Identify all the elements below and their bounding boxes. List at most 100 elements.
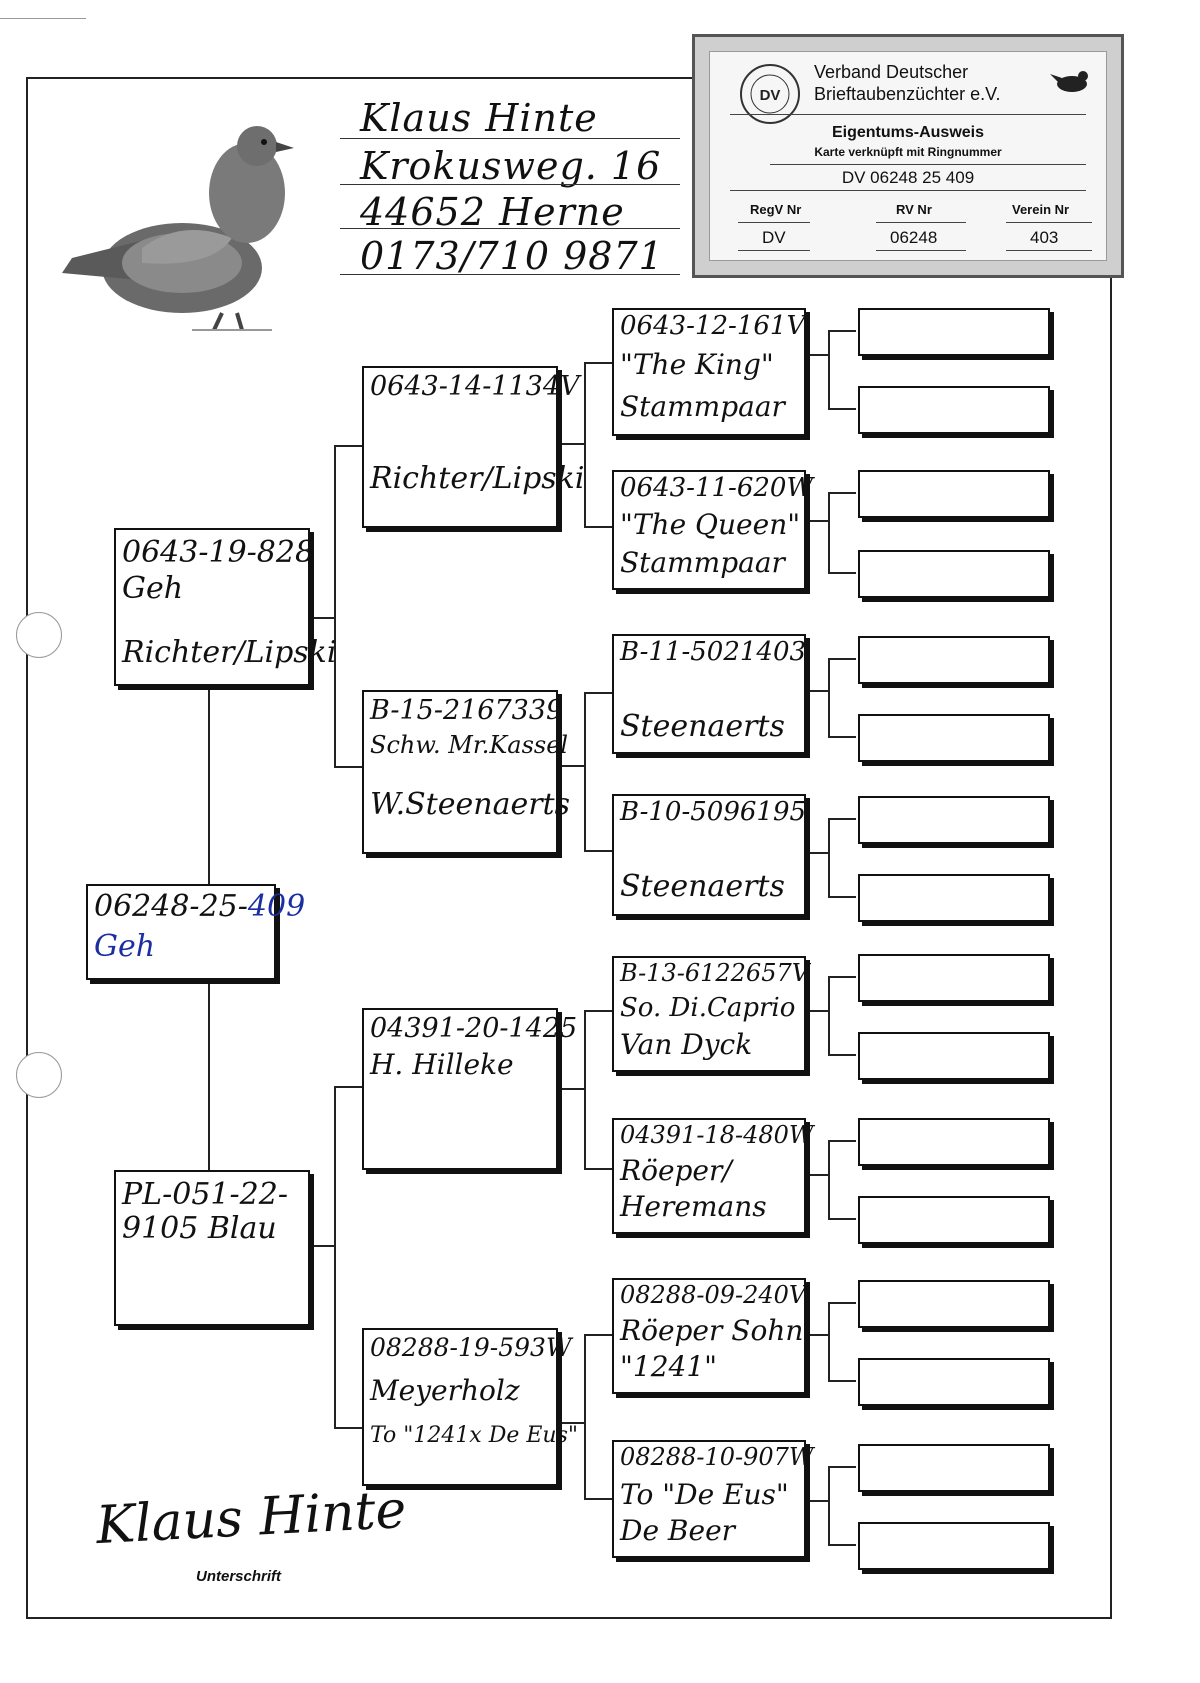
great-grandparent-box-8[interactable]: 08288-10-907W To "De Eus" De Beer [612, 1440, 814, 1558]
pedigree-text-line: De Beer [620, 1514, 736, 1547]
card-ring-number: DV 06248 25 409 [841, 168, 975, 187]
grandparent-box-4[interactable]: 08288-19-593W Meyerholz To "1241x De Eus… [362, 1328, 578, 1486]
pedigree-text-line: "1241" [620, 1350, 718, 1383]
great-grandparent-box-4[interactable]: B-10-5096195 Steenaerts [612, 794, 806, 916]
pedigree-text-line: Meyerholz [370, 1374, 520, 1407]
card-col-value-verein: 403 [1030, 228, 1059, 247]
scan-mark [0, 18, 86, 19]
grandparent-box-1[interactable]: 0643-14-1134V Richter/Lipski [362, 366, 584, 528]
pedigree-text-line: Steenaerts [620, 869, 785, 904]
binder-hole-top [16, 612, 62, 658]
pedigree-text-line: Röeper Sohn [620, 1314, 804, 1347]
pedigree-text-line: "The Queen" [620, 508, 801, 541]
grandparent-box-3[interactable]: 04391-20-1425 H. Hilleke [362, 1008, 577, 1170]
card-body: DV Verband Deutscher Brieftaubenzüchter … [709, 51, 1107, 261]
card-org-line1: Verband Deutscher [814, 62, 969, 82]
pedigree-text-line: Röeper/ [620, 1154, 732, 1187]
pedigree-text-line: 04391-18-480W [620, 1121, 814, 1149]
pedigree-text-line: Schw. Mr.Kassel [370, 731, 569, 759]
great-grandparent-box-7[interactable]: 08288-09-240V Röeper Sohn "1241" [612, 1278, 806, 1394]
owner-street: Krokusweg. 16 [360, 144, 662, 188]
card-col-label-regv: RegV Nr [750, 202, 802, 217]
pedigree-text-line: B-15-2167339 [370, 695, 564, 726]
ownership-card: DV Verband Deutscher Brieftaubenzüchter … [692, 34, 1124, 278]
empty-ancestor-box[interactable] [858, 1032, 1050, 1080]
owner-rule [340, 274, 680, 275]
pedigree-text-line: Richter/Lipski [122, 635, 337, 670]
pedigree-text-line: 0643-12-161V [620, 311, 806, 341]
svg-text:DV: DV [760, 87, 781, 104]
owner-city: 44652 Herne [360, 190, 625, 234]
pedigree-text-line: PL-051-22- [122, 1177, 288, 1212]
pedigree-text-line: "The King" [620, 348, 774, 381]
pedigree-text-line: So. Di.Caprio [620, 993, 796, 1023]
pedigree-text-line: Van Dyck [620, 1028, 753, 1061]
owner-name: Klaus Hinte [360, 96, 598, 140]
owner-rule [340, 138, 680, 139]
pedigree-text-line: To "De Eus" [620, 1478, 789, 1511]
binder-hole-bottom [16, 1052, 62, 1098]
empty-ancestor-box[interactable] [858, 1444, 1050, 1492]
pedigree-text-line: 9105 Blau [122, 1211, 277, 1246]
pigeon-icon [62, 126, 294, 331]
card-org-line2: Brieftaubenzüchter e.V. [814, 84, 1001, 104]
card-col-label-rv: RV Nr [896, 202, 932, 217]
pedigree-text-line: Geh [122, 571, 184, 606]
card-doc-subtitle: Karte verknüpft mit Ringnummer [814, 145, 1002, 159]
pedigree-text-line: B-10-5096195 [620, 797, 807, 827]
pedigree-text-line: 04391-20-1425 [370, 1013, 578, 1044]
pedigree-text-line: 08288-09-240V [620, 1281, 807, 1309]
great-grandparent-box-3[interactable]: B-11-5021403 Steenaerts [612, 634, 806, 754]
pedigree-text-line: Richter/Lipski [370, 461, 585, 496]
parent-father-box[interactable]: 0643-19-828 Geh Richter/Lipski [114, 528, 336, 686]
pedigree-text-line: To "1241x De Eus" [370, 1423, 579, 1448]
empty-ancestor-box[interactable] [858, 714, 1050, 762]
pedigree-text-line: W.Steenaerts [370, 787, 570, 822]
pigeon-emblem-icon [1050, 71, 1088, 92]
empty-ancestor-box[interactable] [858, 636, 1050, 684]
subject-sex: Geh [94, 929, 156, 964]
grandparent-box-2[interactable]: B-15-2167339 Schw. Mr.Kassel W.Steenaert… [362, 690, 570, 854]
pedigree-text-line: Steenaerts [620, 709, 785, 744]
great-grandparent-box-5[interactable]: B-13-6122657V So. Di.Caprio Van Dyck [612, 956, 809, 1072]
empty-ancestor-box[interactable] [858, 874, 1050, 922]
pedigree-text-line: Stammpaar [620, 390, 785, 423]
empty-ancestor-box[interactable] [858, 308, 1050, 356]
empty-ancestor-box[interactable] [858, 1118, 1050, 1166]
pedigree-text-line: H. Hilleke [370, 1048, 514, 1081]
pedigree-text-line: 0643-14-1134V [370, 371, 580, 402]
subject-box[interactable]: 06248-25-409 Geh [86, 884, 305, 980]
card-col-value-regv: DV [762, 228, 786, 247]
pedigree-text-line: 0643-19-828 [122, 535, 315, 570]
parent-mother-box[interactable]: PL-051-22- 9105 Blau [114, 1170, 310, 1326]
connector-line [208, 685, 210, 885]
great-grandparent-box-1[interactable]: 0643-12-161V "The King" Stammpaar [612, 308, 806, 436]
pedigree-text-line: Stammpaar [620, 546, 785, 579]
empty-ancestor-box[interactable] [858, 386, 1050, 434]
card-doc-title: Eigentums-Ausweis [831, 124, 985, 141]
pedigree-text-line: 08288-10-907W [620, 1443, 814, 1471]
empty-ancestor-box[interactable] [858, 1522, 1050, 1570]
empty-ancestor-box[interactable] [858, 470, 1050, 518]
great-grandparent-box-6[interactable]: 04391-18-480W Röeper/ Heremans [612, 1118, 814, 1234]
pedigree-text-line: 08288-19-593W [370, 1333, 572, 1362]
signature-label: Unterschrift [196, 1568, 282, 1585]
page-frame [26, 77, 1112, 1619]
empty-ancestor-box[interactable] [858, 796, 1050, 844]
card-col-label-verein: Verein Nr [1012, 202, 1070, 217]
pedigree-text-line: Heremans [620, 1190, 767, 1223]
owner-rule [340, 228, 680, 229]
card-col-value-rv: 06248 [890, 228, 938, 247]
owner-phone: 0173/710 9871 [360, 234, 664, 278]
pedigree-text-line: 0643-11-620W [620, 473, 814, 503]
empty-ancestor-box[interactable] [858, 954, 1050, 1002]
empty-ancestor-box[interactable] [858, 1196, 1050, 1244]
empty-ancestor-box[interactable] [858, 1358, 1050, 1406]
empty-ancestor-box[interactable] [858, 1280, 1050, 1328]
pedigree-text-line: B-11-5021403 [620, 637, 807, 667]
connector-line [208, 955, 210, 1170]
association-seal-icon: DV [740, 64, 800, 124]
subject-ring: 06248-25-409 [94, 889, 306, 924]
empty-ancestor-box[interactable] [858, 550, 1050, 598]
great-grandparent-box-2[interactable]: 0643-11-620W "The Queen" Stammpaar [612, 470, 813, 590]
